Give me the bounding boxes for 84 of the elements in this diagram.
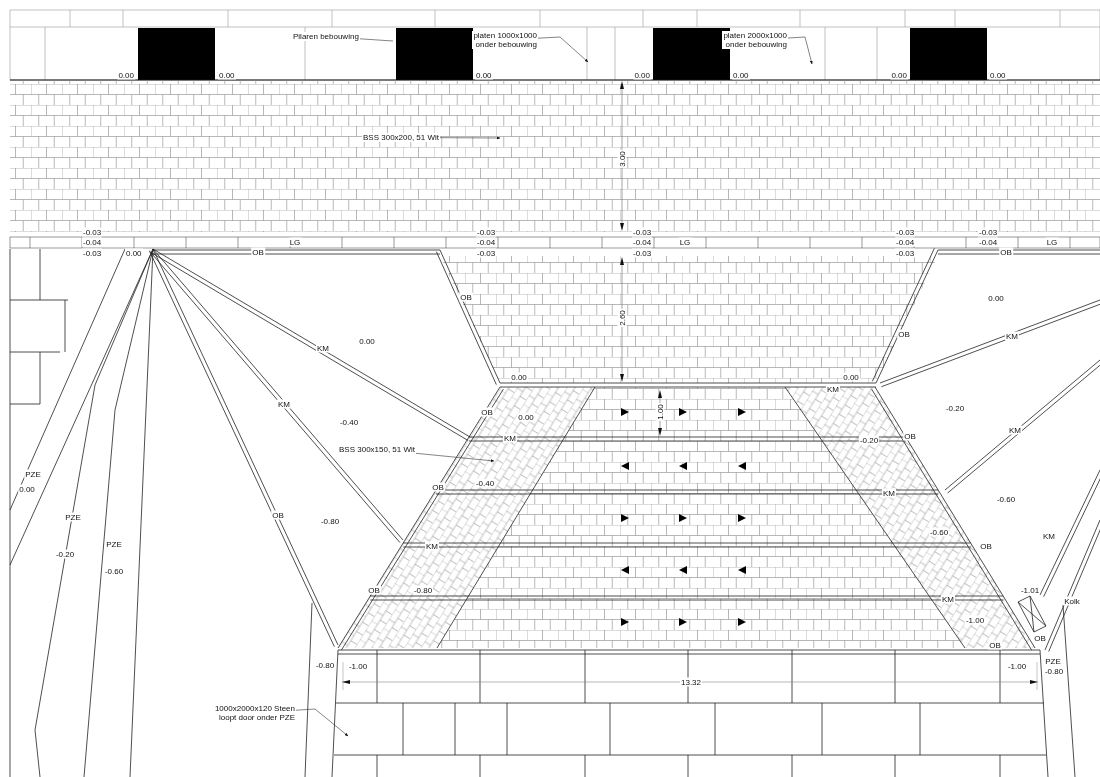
part-label: Kolk [1063, 596, 1081, 606]
level-label: -0.80 [412, 585, 434, 595]
material-note: platen 2000x1000 onder bebouwing [722, 31, 788, 49]
level-label: -0.20 [858, 435, 880, 445]
level-label: -0.03 [82, 248, 103, 258]
code-label: KM [826, 384, 840, 394]
level-label: -0.20 [54, 549, 76, 559]
material-note: BSS 300x200, 51 Wit [362, 133, 441, 142]
level-label: 0.00 [989, 70, 1007, 80]
code-label: PZE [105, 539, 123, 549]
level-label: -0.04 [82, 237, 103, 247]
code-label: KM [1042, 531, 1056, 541]
code-label: KM [1008, 425, 1022, 435]
level-label: -0.03 [895, 248, 916, 258]
level-label: -0.04 [895, 237, 916, 247]
level-label: 0.00 [475, 70, 493, 80]
level-label: -0.04 [476, 237, 497, 247]
level-label: -0.03 [895, 227, 916, 237]
level-label: 0.00 [358, 336, 376, 346]
level-label: -0.80 [1043, 666, 1065, 676]
level-label: -0.80 [314, 660, 336, 670]
level-label: -0.60 [995, 494, 1017, 504]
material-note: BSS 300x150, 51 Wit [338, 445, 417, 454]
level-label: 0.00 [732, 70, 750, 80]
dimension-label: 1.00 [655, 403, 665, 421]
dimension-label: 13.32 [680, 677, 702, 687]
level-label: 0.00 [18, 484, 36, 494]
code-label: OB [271, 510, 285, 520]
code-label: KM [1005, 331, 1019, 341]
level-label: -0.60 [928, 527, 950, 537]
level-label: -0.03 [476, 248, 497, 258]
code-label: PZE [1044, 656, 1062, 666]
level-label: -0.04 [978, 237, 999, 247]
level-label: 0.00 [510, 372, 528, 382]
code-label: OB [988, 640, 1002, 650]
code-label: OB [897, 329, 911, 339]
code-label: KM [882, 488, 896, 498]
level-label: 0.00 [842, 372, 860, 382]
level-label: 0.00 [987, 293, 1005, 303]
code-label: OB [999, 247, 1013, 257]
level-label: -0.03 [476, 227, 497, 237]
code-label: PZE [24, 469, 42, 479]
leader-line [359, 38, 394, 42]
material-note: Pilaren bebouwing [292, 32, 360, 41]
code-label: KM [316, 343, 330, 353]
code-label: LG [678, 237, 692, 247]
code-label: LG [1045, 237, 1059, 247]
level-label: -1.00 [347, 661, 369, 671]
code-label: OB [480, 407, 494, 417]
code-label: KM [941, 594, 955, 604]
code-label: KM [277, 399, 291, 409]
code-label: KM [425, 541, 439, 551]
level-label: -0.03 [632, 248, 653, 258]
code-label: KM [503, 433, 517, 443]
code-label: OB [431, 482, 445, 492]
level-label: -1.00 [964, 615, 986, 625]
level-label: -0.03 [82, 227, 103, 237]
level-label: -0.03 [978, 227, 999, 237]
level-label: 0.00 [633, 70, 651, 80]
code-label: OB [367, 585, 381, 595]
dimension-label: 3.00 [617, 150, 627, 168]
material-note: platen 1000x1000 onder bebouwing [472, 31, 538, 49]
code-label: OB [459, 292, 473, 302]
dimension-label: 2.60 [617, 309, 627, 327]
level-label: 0.00 [125, 248, 143, 258]
level-label: 0.00 [117, 70, 135, 80]
code-label: OB [979, 541, 993, 551]
code-label: OB [1033, 633, 1047, 643]
code-label: OB [903, 431, 917, 441]
level-label: -1.01 [1019, 585, 1041, 595]
level-label: -0.03 [632, 227, 653, 237]
level-label: -0.40 [338, 417, 360, 427]
code-label: OB [251, 247, 265, 257]
level-label: -0.40 [474, 478, 496, 488]
code-label: PZE [64, 512, 82, 522]
level-label: -0.04 [632, 237, 653, 247]
level-label: 0.00 [890, 70, 908, 80]
level-label: -0.80 [319, 516, 341, 526]
level-label: -0.20 [944, 403, 966, 413]
code-label: LG [288, 237, 302, 247]
level-label: -1.00 [1006, 661, 1028, 671]
level-label: 0.00 [517, 412, 535, 422]
level-label: 0.00 [218, 70, 236, 80]
level-label: -0.60 [103, 566, 125, 576]
